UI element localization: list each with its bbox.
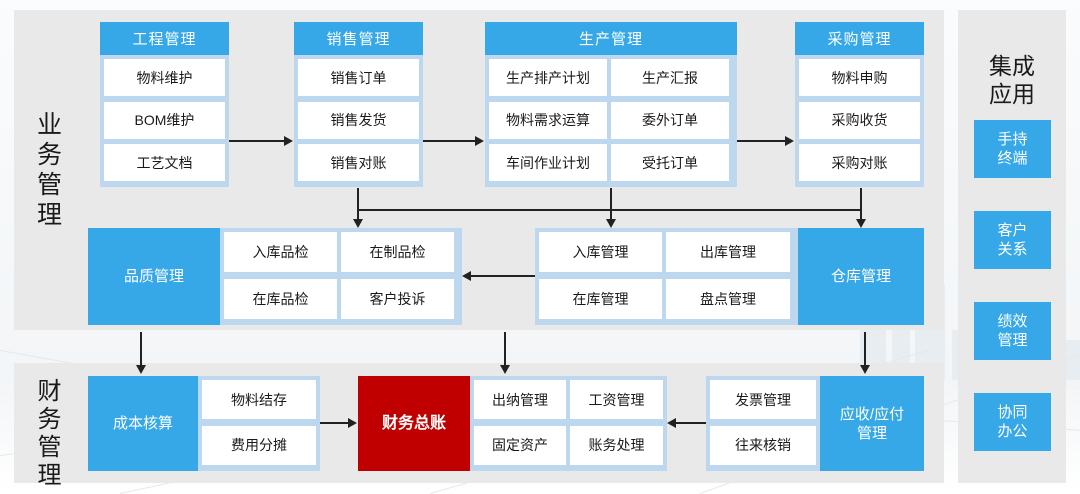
arrow-warehouse-to-receivable xyxy=(860,332,870,376)
arrow-warehouse-to-ledger xyxy=(500,332,510,376)
arrow-quality-to-cost xyxy=(136,332,146,376)
arrow-cost-to-ledger xyxy=(320,418,358,428)
arrow-warehouse-to-quality xyxy=(462,271,535,281)
arrow-receivable-to-ledger xyxy=(667,418,706,428)
